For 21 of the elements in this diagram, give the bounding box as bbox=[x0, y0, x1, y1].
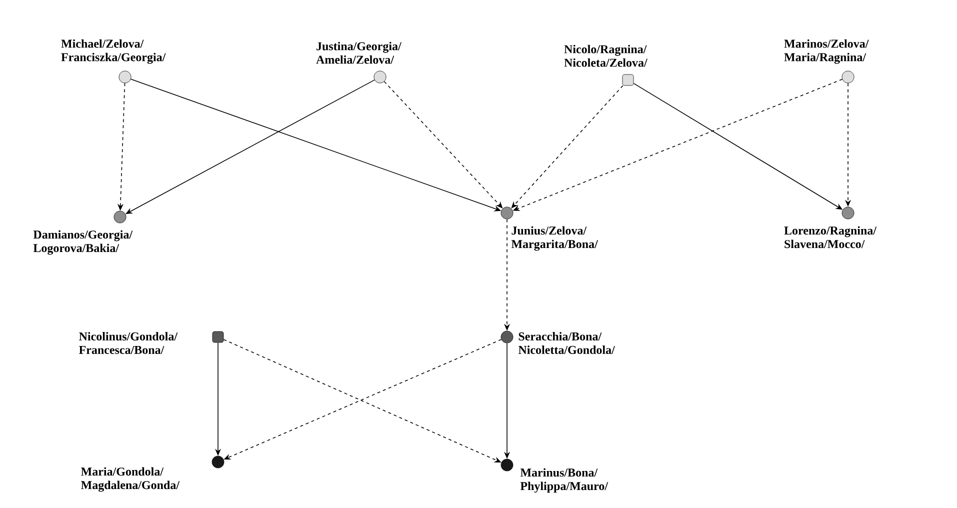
person-name: Justina/Georgia/ Amelia/Zelova/ bbox=[316, 42, 402, 64]
person-circle bbox=[114, 210, 126, 224]
person-name: Michael/Zelova/ Franciszka/Georgia/ bbox=[61, 39, 166, 64]
person-name: Junius/Zelova/ Margarita/Bona/ bbox=[511, 226, 598, 251]
person-circle bbox=[212, 456, 224, 468]
person-circle bbox=[118, 70, 132, 84]
person-name: Damianos/Georgia/ Logorova/Bakia/ bbox=[33, 230, 133, 255]
person-name: Nicolo/Ragnina/ Nicoleta/Zelova/ bbox=[564, 44, 648, 67]
person-circle bbox=[500, 458, 514, 472]
person-name: Nicolinus/Gondola/ Francesca/Bona/ bbox=[79, 332, 178, 354]
person-name: Seracchia/Bona/ Nicoletta/Gondola/ bbox=[518, 332, 615, 354]
person-circle bbox=[374, 70, 386, 84]
person-circle bbox=[842, 206, 854, 220]
person-name: Maria/Gondola/ Magdalena/Gonda/ bbox=[81, 467, 180, 492]
person-circle bbox=[500, 330, 514, 344]
person-circle bbox=[500, 206, 514, 220]
arrow bbox=[511, 85, 624, 208]
person-name: Marinus/Bona/ Phylippa/Mauro/ bbox=[520, 468, 608, 493]
person-name: Marinos/Zelova/ Maria/Ragnina/ bbox=[784, 39, 869, 64]
person-name: Lorenzo/Ragnina/ Slavena/Mocco/ bbox=[784, 226, 877, 248]
person-circle bbox=[842, 70, 854, 84]
